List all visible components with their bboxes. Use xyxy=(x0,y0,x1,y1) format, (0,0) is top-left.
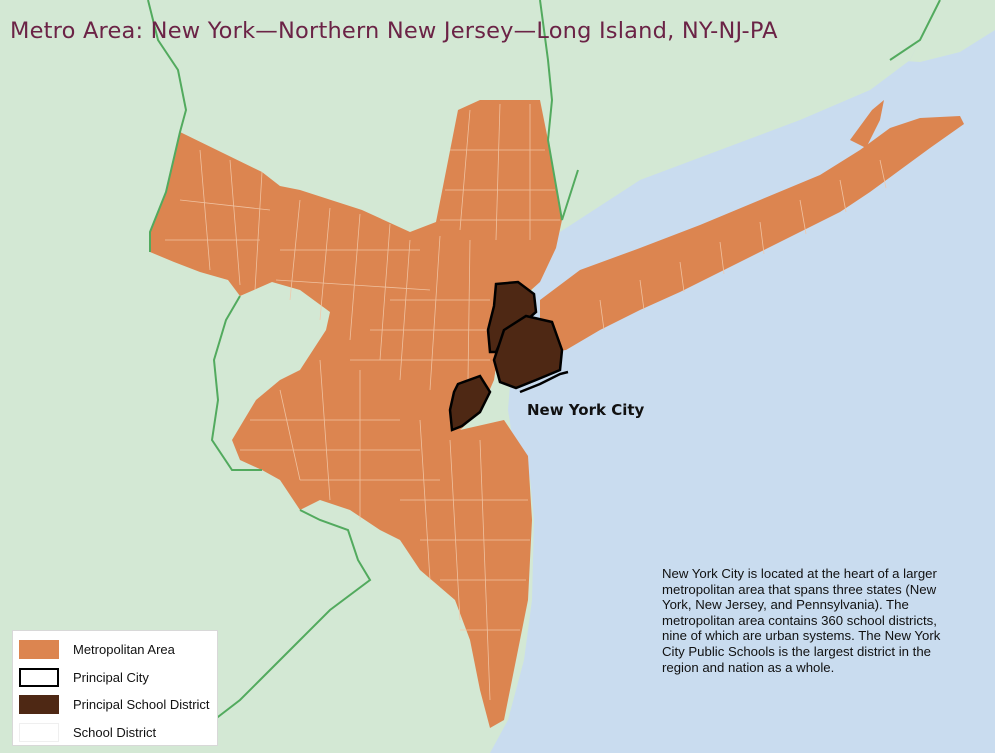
legend-item-principal-school-district: Principal School District xyxy=(13,691,217,719)
state-borders xyxy=(147,0,941,721)
metropolitan-area-swatch xyxy=(19,640,59,660)
metro-area xyxy=(150,100,562,728)
nyc-staten-island xyxy=(448,374,492,432)
map-title: Metro Area: New York—Northern New Jersey… xyxy=(10,18,778,44)
nyc-rockaway xyxy=(519,370,569,394)
legend-item-principal-city: Principal City xyxy=(13,664,217,692)
legend-label-principal-school-district: Principal School District xyxy=(73,697,210,713)
new-york-city xyxy=(448,280,564,432)
legend-label-school-district: School District xyxy=(73,724,157,740)
legend: Metropolitan Area Principal City Princip… xyxy=(12,630,218,746)
long-island-north-fork xyxy=(850,100,884,148)
description-note: New York City is located at the heart of… xyxy=(662,566,941,675)
legend-label-principal-city: Principal City xyxy=(73,669,149,685)
principal-school-district-swatch xyxy=(19,695,59,715)
school-district-lines xyxy=(165,103,887,701)
principal-city-swatch xyxy=(19,667,59,687)
land-connecticut-shore xyxy=(870,0,995,90)
legend-item-metropolitan-area: Metropolitan Area xyxy=(13,636,217,664)
legend-label-metropolitan-area: Metropolitan Area xyxy=(73,642,175,658)
legend-item-school-district: School District xyxy=(13,719,217,747)
school-district-swatch xyxy=(19,722,59,742)
new-york-city-label: New York City xyxy=(527,401,645,419)
nyc-queens-brooklyn xyxy=(492,314,564,390)
long-island xyxy=(540,116,964,352)
